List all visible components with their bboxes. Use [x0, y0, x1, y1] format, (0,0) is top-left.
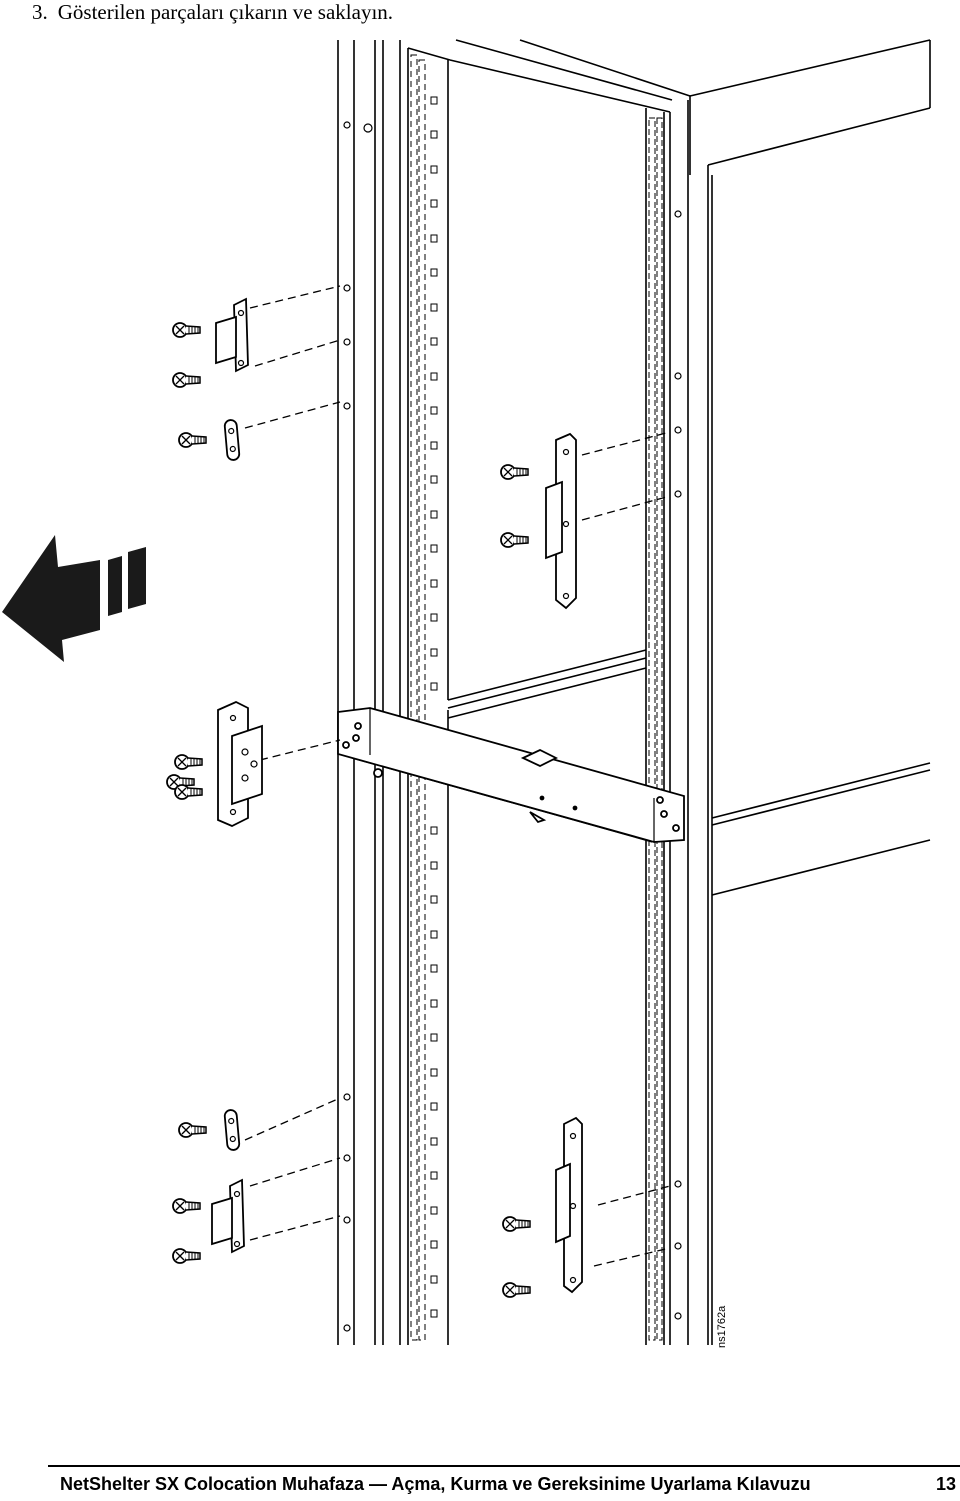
footer-title: NetShelter SX Colocation Muhafaza — Açma… — [60, 1474, 811, 1494]
screw-icon — [500, 464, 529, 480]
screw-icon — [174, 784, 203, 800]
screw-icon — [500, 532, 529, 548]
cabinet-frame — [337, 39, 931, 1345]
cross-bar — [337, 707, 685, 843]
screw-icon — [502, 1216, 531, 1232]
figure-code: ns1762a — [716, 1305, 728, 1348]
footer-divider — [48, 1465, 960, 1467]
arrow-left-icon — [2, 535, 146, 662]
spacer-icon — [223, 1108, 241, 1152]
screw-icon — [502, 1282, 531, 1298]
enclosure-illustration — [2, 39, 931, 1345]
post-holes — [343, 121, 682, 1332]
step-text: Gösterilen parçaları çıkarın ve saklayın… — [57, 0, 394, 24]
bracket-icon — [217, 701, 263, 827]
rack-holes-left-col — [430, 96, 438, 1318]
screw-icon — [172, 372, 201, 388]
screw-icon — [172, 322, 201, 338]
spacer-icon — [223, 418, 241, 462]
rack-holes-left — [410, 54, 426, 1341]
screw-icon — [174, 754, 203, 770]
step-number: 3. — [32, 0, 48, 24]
instruction-step: 3. Gösterilen parçaları çıkarın ve saklay… — [32, 0, 393, 25]
guide-lines — [244, 285, 671, 1267]
bracket-icon — [545, 432, 577, 610]
page-footer: NetShelter SX Colocation Muhafaza — Açma… — [0, 1459, 960, 1501]
screw-icon — [178, 432, 207, 448]
screw-icon — [178, 1122, 207, 1138]
bracket-icon — [555, 1116, 583, 1294]
bracket-icon — [211, 1179, 245, 1253]
page-number: 13 — [935, 1474, 956, 1494]
rack-holes-right — [648, 117, 663, 1341]
screw-icon — [172, 1198, 201, 1214]
screw-icon — [172, 1248, 201, 1264]
bracket-icon — [215, 298, 249, 372]
